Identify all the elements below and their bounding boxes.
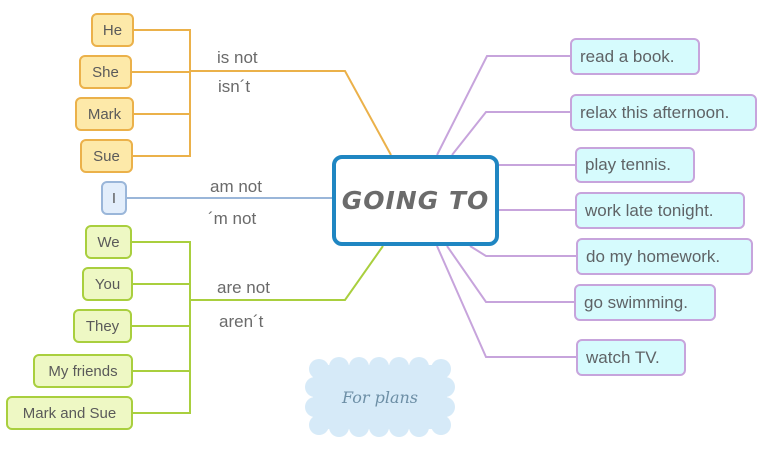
subject-she[interactable]: She xyxy=(79,55,132,89)
activity-play-tennis[interactable]: play tennis. xyxy=(575,147,695,183)
subject-they[interactable]: They xyxy=(73,309,132,343)
label-arent: aren´t xyxy=(219,312,264,331)
activity-go-swimming[interactable]: go swimming. xyxy=(574,284,716,321)
subject-mark-and-sue[interactable]: Mark and Sue xyxy=(6,396,133,430)
subject-he[interactable]: He xyxy=(91,13,134,47)
subject-you[interactable]: You xyxy=(82,267,133,301)
label-is-not: is not xyxy=(217,48,258,67)
subject-sue[interactable]: Sue xyxy=(80,139,133,173)
central-topic[interactable]: GOING TO xyxy=(332,155,499,246)
activity-relax[interactable]: relax this afternoon. xyxy=(570,94,757,131)
subject-my-friends[interactable]: My friends xyxy=(33,354,133,388)
activity-watch-tv[interactable]: watch TV. xyxy=(576,339,686,376)
activity-homework[interactable]: do my homework. xyxy=(576,238,753,275)
subject-i[interactable]: I xyxy=(101,181,127,215)
activity-work-late[interactable]: work late tonight. xyxy=(575,192,745,229)
cloud-note-shape xyxy=(305,357,455,437)
label-isnt: isn´t xyxy=(218,77,251,96)
label-m-not: ´m not xyxy=(208,209,257,228)
subject-we[interactable]: We xyxy=(85,225,132,259)
central-topic-title: GOING TO xyxy=(341,186,490,215)
cloud-note[interactable]: For plans xyxy=(341,387,418,407)
subject-mark[interactable]: Mark xyxy=(75,97,134,131)
label-are-not: are not xyxy=(217,278,270,297)
activity-read-a-book[interactable]: read a book. xyxy=(570,38,700,75)
label-am-not: am not xyxy=(210,177,262,196)
